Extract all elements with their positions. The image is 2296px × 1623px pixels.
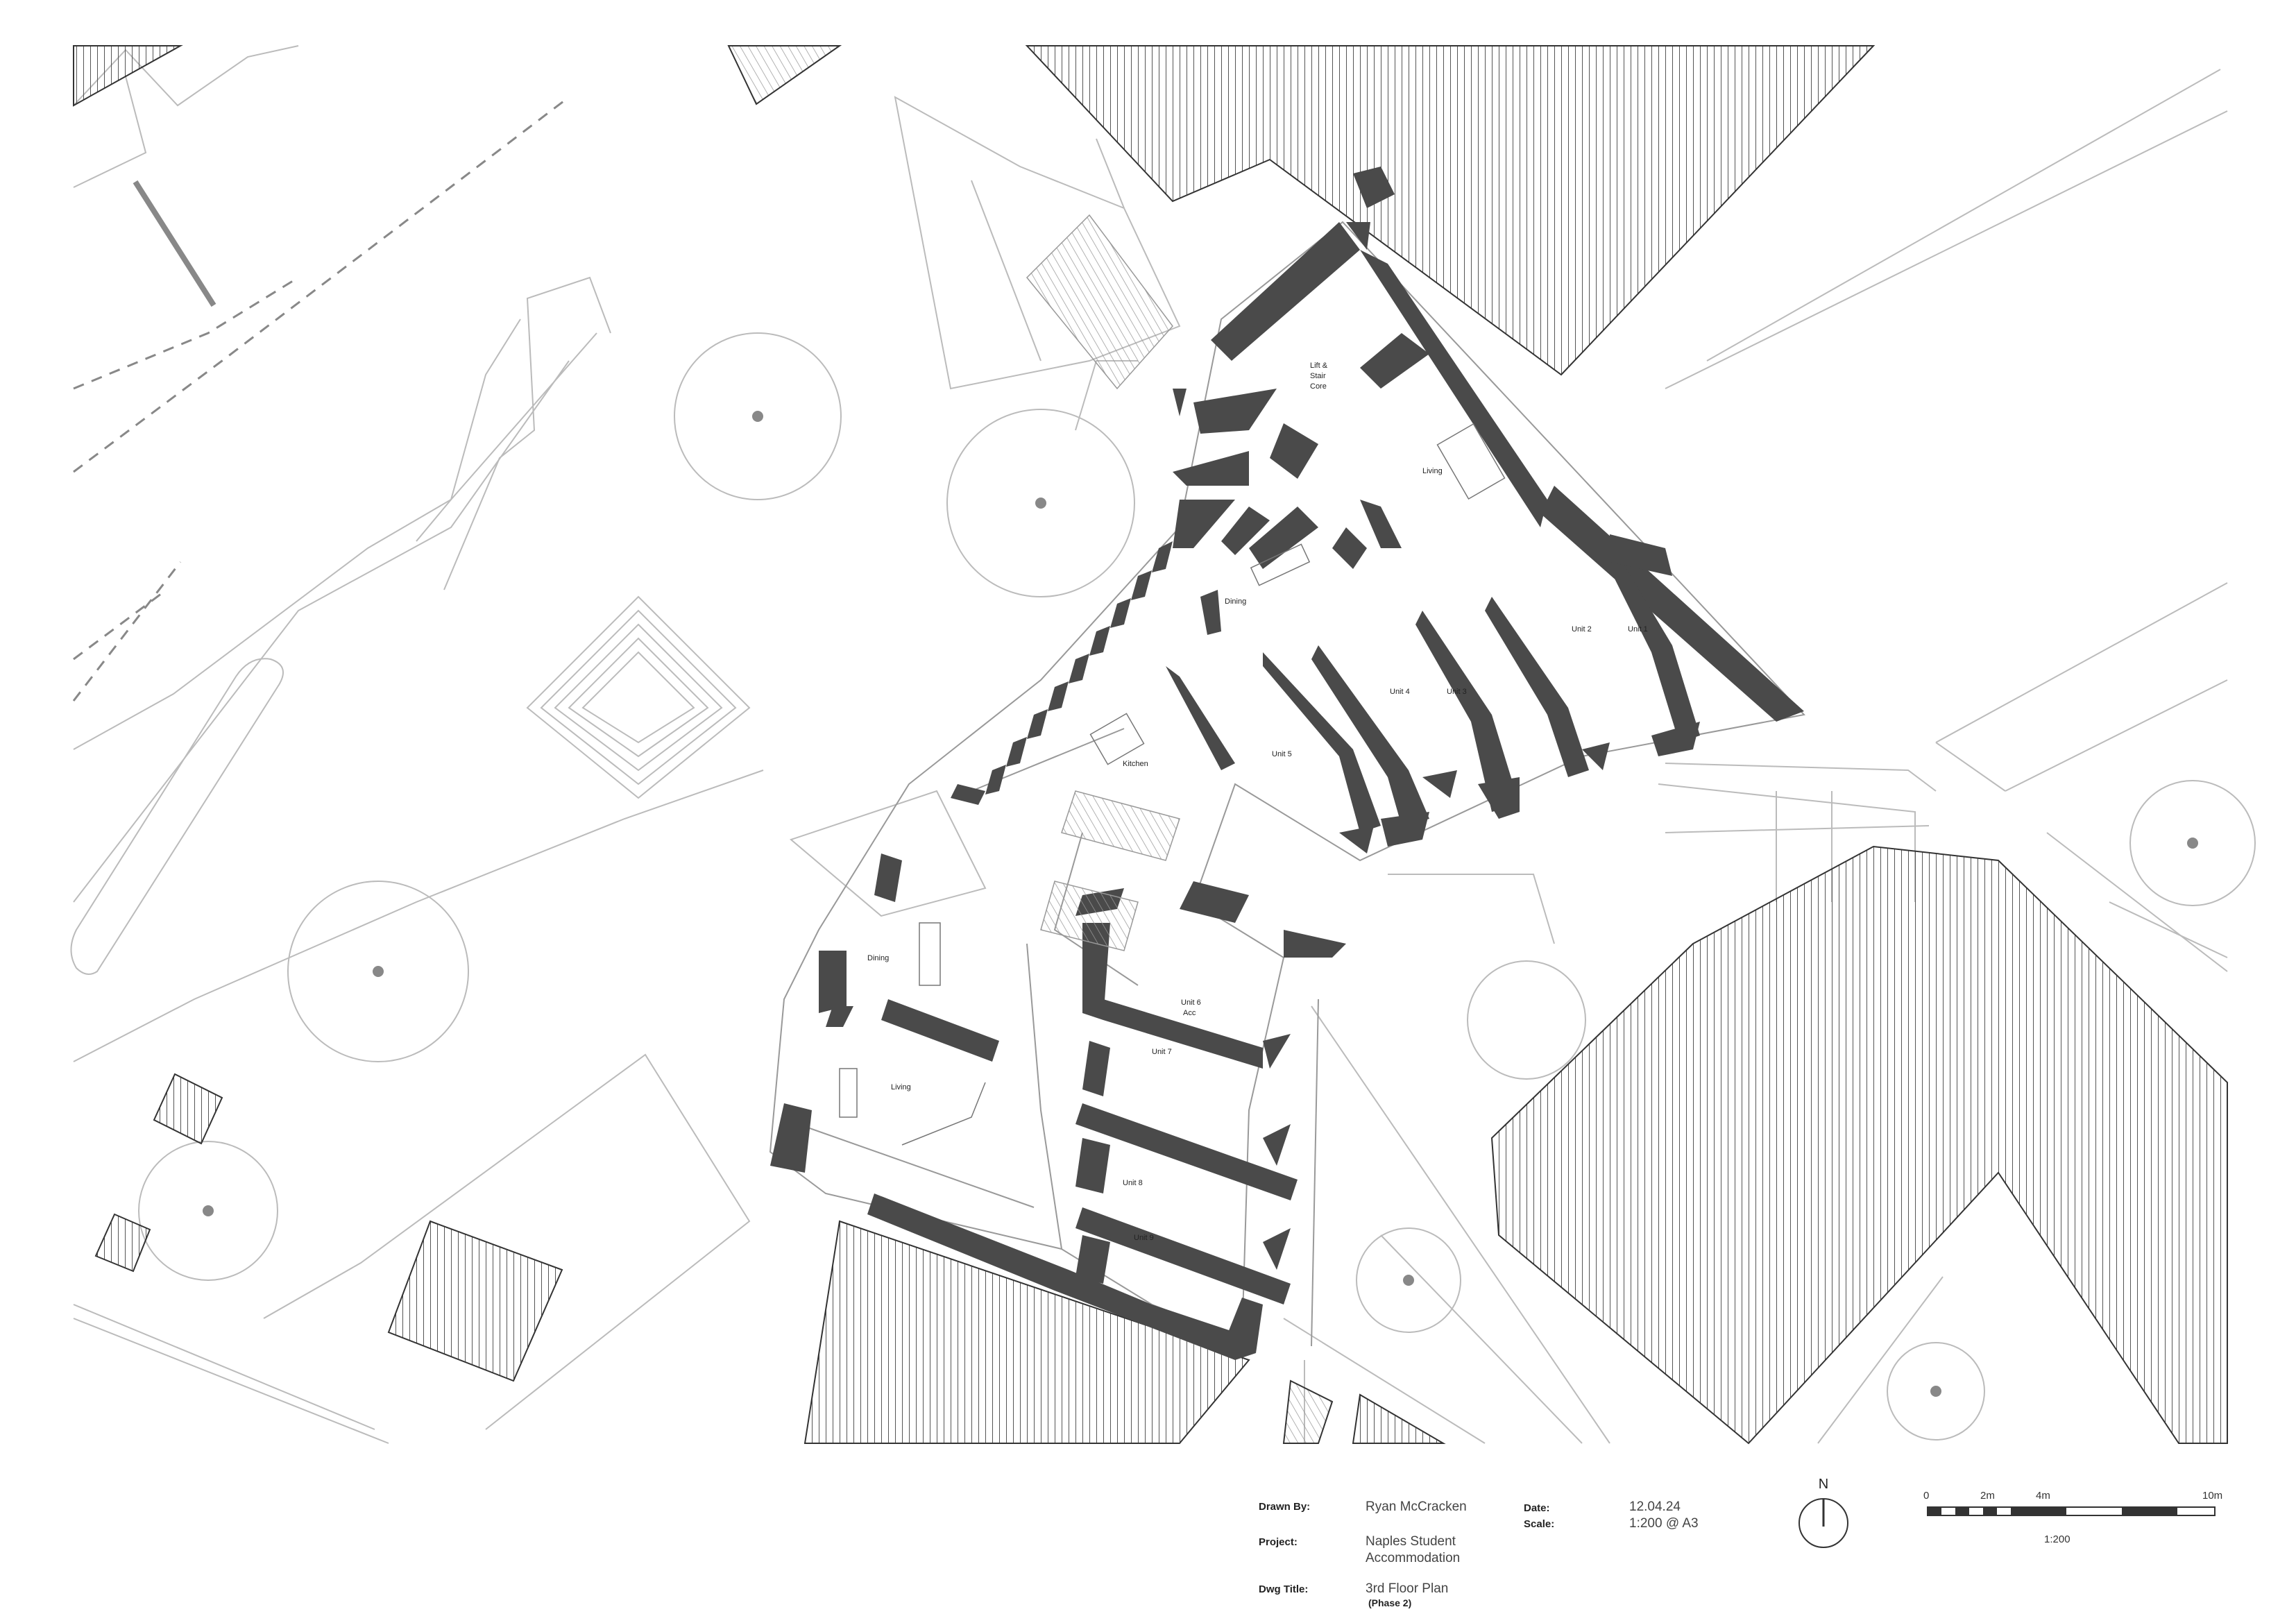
label-living-lower: Living (891, 1083, 911, 1091)
walls (770, 167, 1804, 1360)
scale-tick-2m: 2m (1980, 1490, 1995, 1502)
label-unit-3: Unit 3 (1447, 688, 1467, 696)
dwg-title-value: 3rd Floor Plan (1366, 1581, 1449, 1596)
label-unit-5: Unit 5 (1272, 750, 1292, 758)
dwg-title-label: Dwg Title: (1259, 1583, 1309, 1595)
drawn-by-value: Ryan McCracken (1366, 1499, 1467, 1514)
scale-label: Scale: (1524, 1518, 1555, 1530)
date-value: 12.04.24 (1629, 1499, 1681, 1514)
site-context (70, 45, 2256, 1444)
label-unit-7: Unit 7 (1152, 1048, 1172, 1056)
tree-dots (203, 411, 2198, 1397)
stairs (1026, 214, 1180, 951)
project-value-line1: Naples Student (1366, 1534, 1456, 1549)
drawn-by-label: Drawn By: (1259, 1501, 1311, 1513)
neighbouring-buildings (73, 45, 2228, 1445)
label-unit-4: Unit 4 (1390, 688, 1410, 696)
label-lift-stair-core-2: Stair (1310, 372, 1326, 380)
scale-tick-0: 0 (1923, 1490, 1930, 1502)
site-marker-line (133, 180, 216, 307)
date-label: Date: (1524, 1502, 1550, 1514)
furniture (839, 423, 1506, 1146)
scale-bar (1927, 1506, 2216, 1516)
label-unit-8: Unit 8 (1123, 1179, 1143, 1187)
scale-bar-caption: 1:200 (2044, 1533, 2070, 1545)
dashed-path-lines (72, 96, 570, 702)
label-unit-9: Unit 9 (1134, 1234, 1154, 1242)
label-unit-2: Unit 2 (1572, 625, 1592, 634)
north-arrow-label: N (1819, 1477, 1828, 1492)
label-unit-6-1: Unit 6 (1181, 999, 1201, 1007)
label-dining-lower: Dining (867, 954, 889, 962)
label-lift-stair-core-1: Lift & (1310, 362, 1328, 370)
label-kitchen: Kitchen (1123, 760, 1148, 768)
scale-tick-10m: 10m (2202, 1490, 2223, 1502)
scale-value: 1:200 @ A3 (1629, 1516, 1699, 1531)
label-living-upper: Living (1422, 467, 1443, 475)
label-unit-1: Unit 1 (1628, 625, 1648, 634)
label-dining-upper: Dining (1225, 597, 1246, 606)
scale-tick-4m: 4m (2036, 1490, 2050, 1502)
project-value-line2: Accommodation (1366, 1551, 1461, 1565)
label-unit-6-2: Acc (1183, 1009, 1196, 1017)
project-label: Project: (1259, 1536, 1298, 1548)
dwg-subtitle-value: (Phase 2) (1368, 1597, 1412, 1608)
room-labels: Lift & Stair Core Living Dining Kitchen … (867, 362, 1648, 1242)
north-arrow: N (1798, 1477, 1848, 1548)
label-lift-stair-core-3: Core (1310, 382, 1327, 391)
